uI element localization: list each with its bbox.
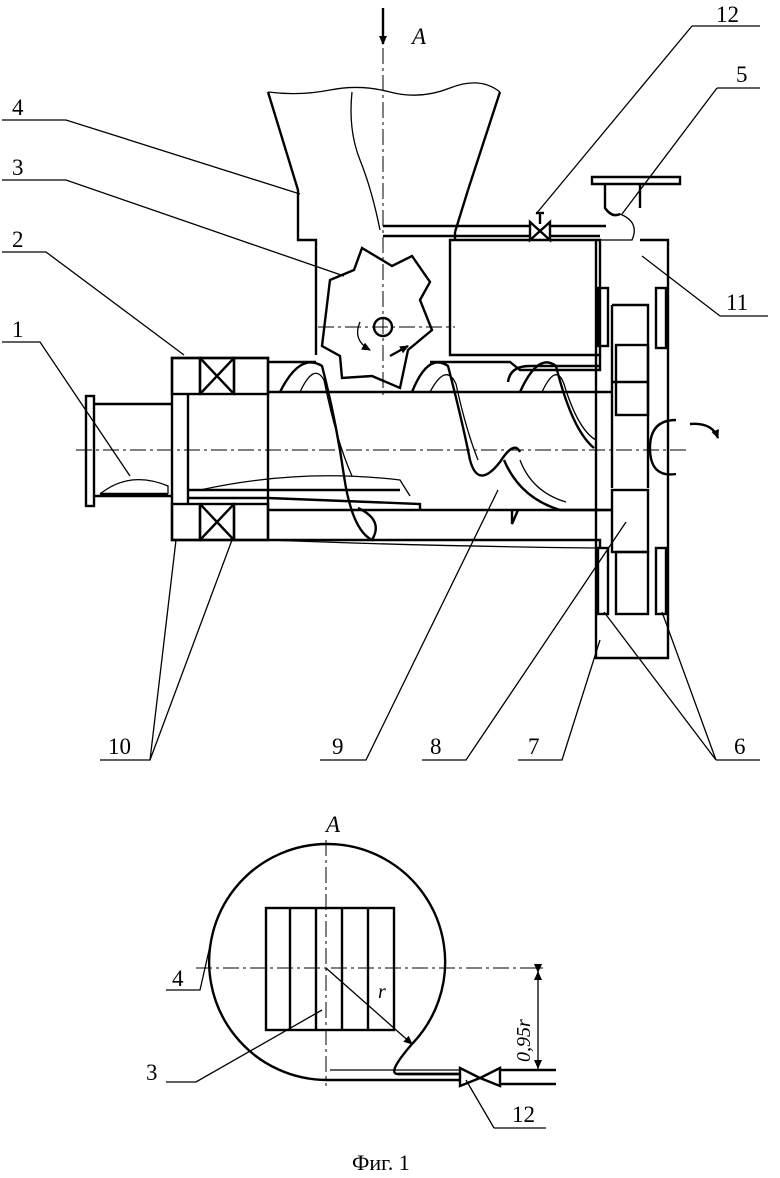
view-a-label: A <box>410 24 427 49</box>
section-callout-12: 12 <box>512 1102 535 1127</box>
callout-7: 7 <box>528 734 540 759</box>
crushing-rotor <box>322 248 432 388</box>
callout-2: 2 <box>12 227 24 252</box>
section-a-label: A <box>324 812 341 837</box>
callout-9: 9 <box>332 734 344 759</box>
callout-10: 10 <box>108 734 131 759</box>
callout-4: 4 <box>12 95 24 120</box>
callout-1: 1 <box>12 317 24 342</box>
callout-5: 5 <box>736 62 748 87</box>
upper-chamber <box>383 213 606 355</box>
callout-3: 3 <box>12 155 24 180</box>
hopper <box>268 83 500 355</box>
callout-8: 8 <box>430 734 442 759</box>
section-view: A r 0,95r 4 3 <box>146 812 556 1128</box>
screw-flights <box>280 362 600 540</box>
drive-housing <box>592 177 680 658</box>
valve-icon <box>530 222 550 240</box>
callout-6: 6 <box>734 734 746 759</box>
figure-caption: Фиг. 1 <box>352 1150 410 1175</box>
section-valve-icon <box>460 1068 500 1086</box>
radius-label: r <box>378 981 386 1003</box>
callout-11: 11 <box>726 290 748 315</box>
spiral-housing <box>209 844 445 1080</box>
offset-dimension: 0,95r <box>513 1019 535 1062</box>
section-callout-4: 4 <box>172 966 184 991</box>
center-lines <box>76 48 690 450</box>
bearing-block <box>172 358 268 540</box>
view-a-arrow: A <box>383 8 427 49</box>
callout-12: 12 <box>716 2 739 27</box>
main-view: A <box>2 2 768 760</box>
rotation-arrow-icon <box>650 420 718 474</box>
outlet-pipe <box>86 396 172 506</box>
section-callout-3: 3 <box>146 1060 158 1085</box>
